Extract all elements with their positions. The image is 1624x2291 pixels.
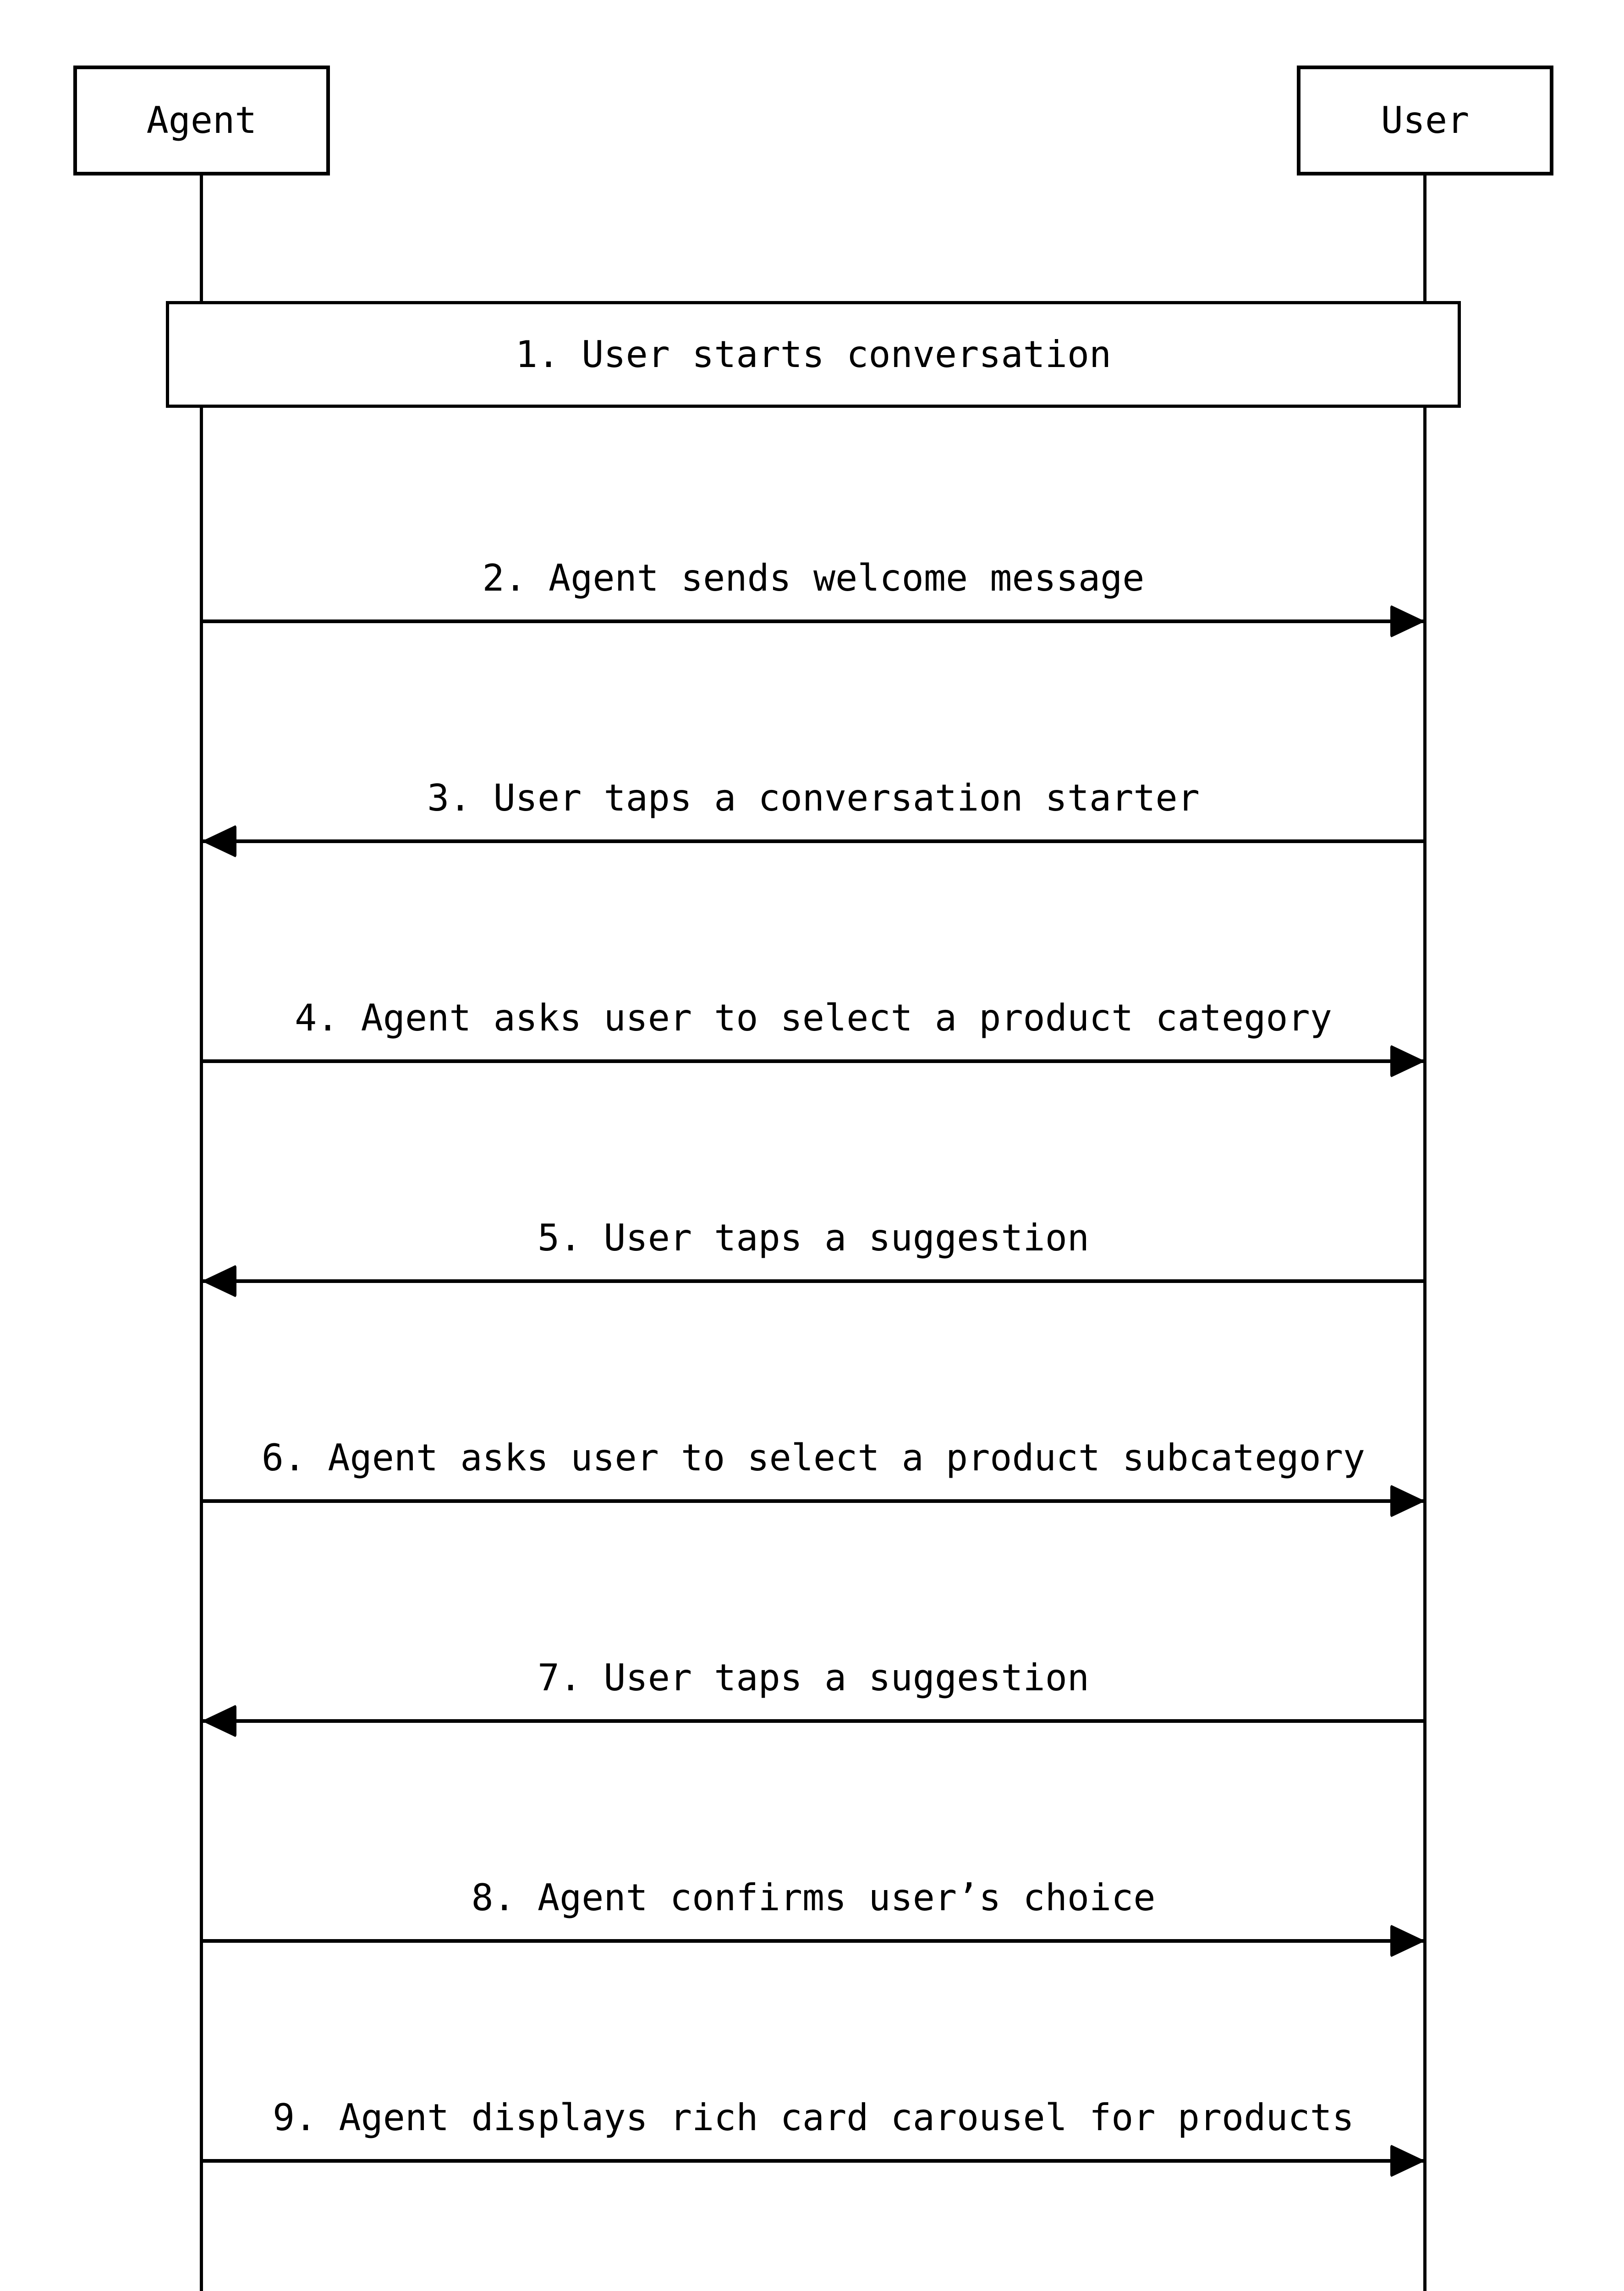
message-2: 2. Agent sends welcome message [202, 477, 1425, 638]
message-2-line [202, 619, 1425, 623]
message-4: 4. Agent asks user to select a product c… [202, 916, 1425, 1078]
message-10: 10. User selects a product [202, 2236, 1425, 2291]
arrowhead-right-icon [1390, 605, 1425, 638]
note-banner-label: 1. User starts conversation [515, 333, 1112, 376]
message-6-line [202, 1499, 1425, 1503]
message-4-line [202, 1059, 1425, 1063]
message-9: 9. Agent displays rich card carousel for… [202, 2016, 1425, 2177]
actor-label-user-top: User [1381, 99, 1470, 142]
message-6-label: 6. Agent asks user to select a product s… [261, 1436, 1366, 1479]
arrowhead-right-icon [1390, 1485, 1425, 1518]
actor-box-user-top: User [1297, 66, 1553, 175]
message-8-label: 8. Agent confirms user’s choice [471, 1876, 1156, 1919]
message-8: 8. Agent confirms user’s choice [202, 1796, 1425, 1957]
message-7-label: 7. User taps a suggestion [537, 1656, 1090, 1699]
message-5-line [202, 1279, 1425, 1283]
message-4-label: 4. Agent asks user to select a product c… [295, 997, 1332, 1039]
message-7-line [202, 1719, 1425, 1723]
message-2-label: 2. Agent sends welcome message [482, 557, 1145, 599]
message-5: 5. User taps a suggestion [202, 1136, 1425, 1298]
message-8-line [202, 1939, 1425, 1943]
arrowhead-left-icon [202, 1705, 236, 1737]
arrowhead-right-icon [1390, 1924, 1425, 1957]
arrowhead-left-icon [202, 825, 236, 858]
note-banner: 1. User starts conversation [166, 301, 1461, 408]
message-3-label: 3. User taps a conversation starter [427, 777, 1200, 819]
message-3: 3. User taps a conversation starter [202, 696, 1425, 858]
message-9-line [202, 2159, 1425, 2163]
actor-label-agent-top: Agent [146, 99, 257, 142]
message-7: 7. User taps a suggestion [202, 1576, 1425, 1737]
arrowhead-right-icon [1390, 1045, 1425, 1078]
actor-box-agent-top: Agent [73, 66, 330, 175]
agent-lifeline [200, 174, 203, 2291]
message-6: 6. Agent asks user to select a product s… [202, 1356, 1425, 1518]
arrowhead-right-icon [1390, 2144, 1425, 2177]
user-lifeline [1423, 174, 1426, 2291]
message-3-line [202, 839, 1425, 843]
message-5-label: 5. User taps a suggestion [537, 1217, 1090, 1259]
message-9-label: 9. Agent displays rich card carousel for… [272, 2096, 1355, 2139]
arrowhead-left-icon [202, 1265, 236, 1298]
